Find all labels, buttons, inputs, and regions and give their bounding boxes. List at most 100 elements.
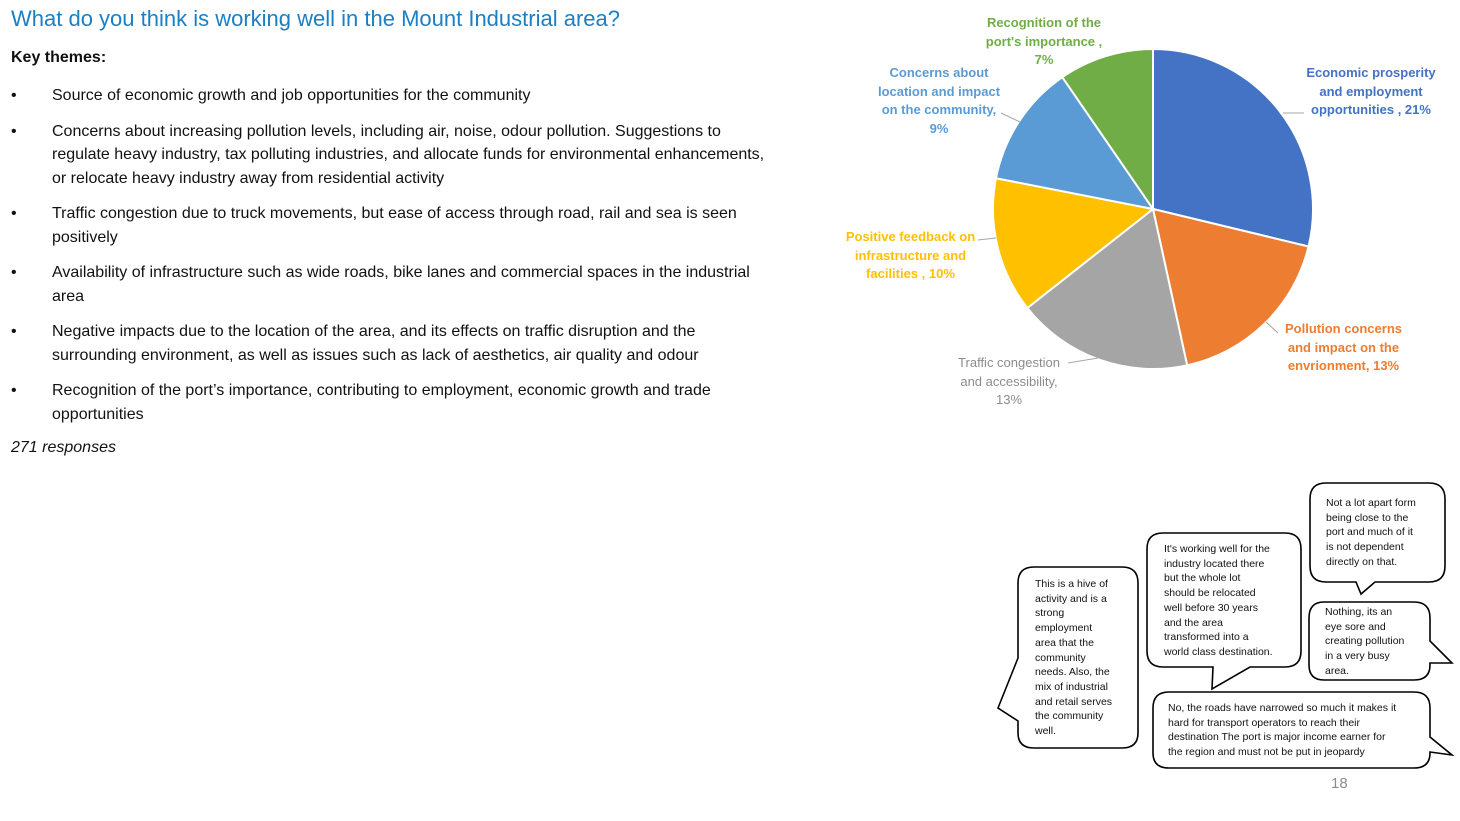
pie-label-4: Concerns about location and impact on the …	[869, 64, 1009, 138]
quote-line: No, the roads have narrowed so much it m…	[1168, 702, 1397, 714]
theme-item: • Concerns about increasing pollution lev…	[11, 120, 771, 191]
quote-line: port and much of it	[1326, 526, 1413, 539]
quote-line: mix of industrial	[1035, 680, 1108, 693]
quote-line: Nothing, its an	[1325, 606, 1393, 618]
pie-leader-line-2	[1067, 357, 1099, 364]
theme-item: • Negative impacts due to the location of…	[11, 320, 771, 367]
pie-slice-1	[1151, 207, 1310, 367]
speech-bubble-hive	[997, 566, 1139, 749]
quote-line: world class destination.	[1164, 645, 1273, 658]
theme-item: • Availability of infrastructure such as …	[11, 261, 771, 308]
bullet-icon: •	[11, 382, 17, 399]
quote-working: It's working well for the industry locate…	[1164, 542, 1299, 660]
theme-text: Source of economic growth and job opport…	[52, 87, 531, 104]
theme-text: Negative impacts due to the location of …	[52, 323, 699, 364]
pie-label-line: Pollution concerns	[1284, 321, 1402, 336]
speech-bubble-roads	[1152, 691, 1455, 769]
quote-line: area.	[1325, 664, 1349, 677]
pie-chart	[977, 47, 1314, 370]
quote-line: eye sore and	[1325, 620, 1386, 633]
quote-line: Not a lot apart form	[1326, 497, 1416, 509]
speech-bubble-nothing	[1308, 601, 1454, 681]
pie-label-2: Traffic congestion and accessibility, 13%	[945, 354, 1073, 410]
pie-label-line: 7%	[1034, 52, 1054, 67]
speech-bubble-notalot	[1309, 482, 1446, 596]
pie-slice-5	[1060, 47, 1154, 213]
quote-line: area that the	[1035, 636, 1094, 649]
quote-line: is not dependent	[1326, 541, 1404, 554]
quote-nothing: Nothing, its an eye sore and creating poll…	[1325, 605, 1429, 679]
bullet-icon: •	[11, 205, 17, 222]
pie-label-line: envrionment, 13%	[1287, 358, 1400, 373]
pie-label-line: port's importance ,	[985, 33, 1103, 49]
pie-slice-0	[1152, 47, 1314, 248]
response-count: 271 responses	[11, 439, 116, 456]
quote-notalot: Not a lot apart form being close to the po…	[1326, 496, 1441, 570]
pie-label-line: facilities , 10%	[866, 266, 955, 281]
quote-line: creating pollution	[1325, 635, 1405, 648]
pie-label-line: opportunities , 21%	[1311, 102, 1431, 117]
bullet-icon: •	[11, 264, 17, 281]
theme-text: Concerns about increasing pollution leve…	[52, 122, 765, 187]
pie-label-line: and employment	[1319, 83, 1423, 99]
quote-line: strong	[1035, 607, 1065, 620]
quote-line: being close to the	[1326, 511, 1409, 524]
quote-line: and the area	[1164, 616, 1223, 629]
quote-line: and retail serves	[1035, 695, 1113, 708]
slide-title: What do you think is working well in the…	[11, 6, 620, 31]
pie-leader-line-4	[1000, 112, 1021, 123]
pie-label-line: on the community,	[881, 102, 997, 117]
bullet-icon: •	[11, 122, 17, 140]
quote-line: the region and must not be put in jeopar…	[1168, 746, 1365, 759]
quote-line: transformed into a	[1164, 631, 1249, 644]
quote-roads: No, the roads have narrowed so much it m…	[1168, 701, 1428, 760]
quote-line: destination The port is major income ear…	[1168, 731, 1386, 744]
pie-label-line: Concerns about	[889, 65, 989, 80]
quote-line: well before 30 years	[1164, 601, 1258, 614]
page-number: 18	[1331, 775, 1348, 792]
quote-hive: This is a hive of activity and is a strong…	[1035, 577, 1135, 739]
pie-label-0: Economic prosperity and employment opportu…	[1296, 64, 1446, 120]
theme-text: Availability of infrastructure such as w…	[52, 264, 750, 305]
key-themes-label: Key themes:	[11, 49, 107, 66]
themes-list: • Source of economic growth and job oppor…	[11, 84, 771, 438]
quote-line: This is a hive of	[1035, 578, 1108, 590]
quote-line: It's working well for the	[1164, 543, 1270, 555]
pie-label-line: and impact on the	[1287, 339, 1400, 355]
quote-line: employment	[1035, 622, 1093, 635]
quote-line: directly on that.	[1326, 555, 1398, 568]
pie-label-line: infrastructure and	[854, 247, 967, 263]
pie-leader-line-3	[977, 237, 997, 241]
quote-line: the community	[1035, 710, 1104, 723]
quote-line: in a very busy	[1325, 650, 1390, 663]
speech-bubble-working	[1146, 532, 1302, 691]
bullet-icon: •	[11, 87, 17, 104]
quote-line: activity and is a	[1035, 592, 1107, 605]
quote-line: industry located there	[1164, 557, 1265, 570]
pie-label-line: Positive feedback on	[845, 229, 976, 244]
pie-label-5: Recognition of the port's importance , 7%	[975, 14, 1113, 70]
bullet-icon: •	[11, 323, 17, 340]
pie-leader-line-1	[1265, 321, 1279, 334]
quote-line: needs. Also, the	[1035, 666, 1110, 679]
pie-label-1: Pollution concerns and impact on the envri…	[1276, 320, 1411, 376]
theme-item: • Source of economic growth and job oppor…	[11, 84, 771, 108]
pie-label-3: Positive feedback on infrastructure and fa…	[838, 228, 983, 284]
pie-label-line: 9%	[929, 120, 949, 136]
pie-label-line: 13%	[995, 392, 1023, 407]
theme-text: Traffic congestion due to truck movement…	[52, 205, 737, 246]
pie-slice-2	[1025, 207, 1189, 370]
pie-label-line: Recognition of the	[986, 15, 1102, 30]
theme-text: Recognition of the port’s importance, co…	[52, 382, 711, 423]
pie-label-line: Traffic congestion	[958, 355, 1060, 370]
theme-item: • Recognition of the port’s importance, c…	[11, 379, 771, 426]
pie-label-line: Economic prosperity	[1306, 65, 1436, 80]
quote-line: hard for transport operators to reach th…	[1168, 716, 1361, 729]
quote-line: community	[1035, 651, 1086, 664]
pie-slice-3	[992, 177, 1156, 310]
pie-label-line: and accessibility,	[960, 373, 1058, 389]
pie-label-line: location and impact	[877, 83, 1001, 99]
quote-line: but the whole lot	[1164, 572, 1241, 585]
quote-line: well.	[1035, 725, 1057, 738]
